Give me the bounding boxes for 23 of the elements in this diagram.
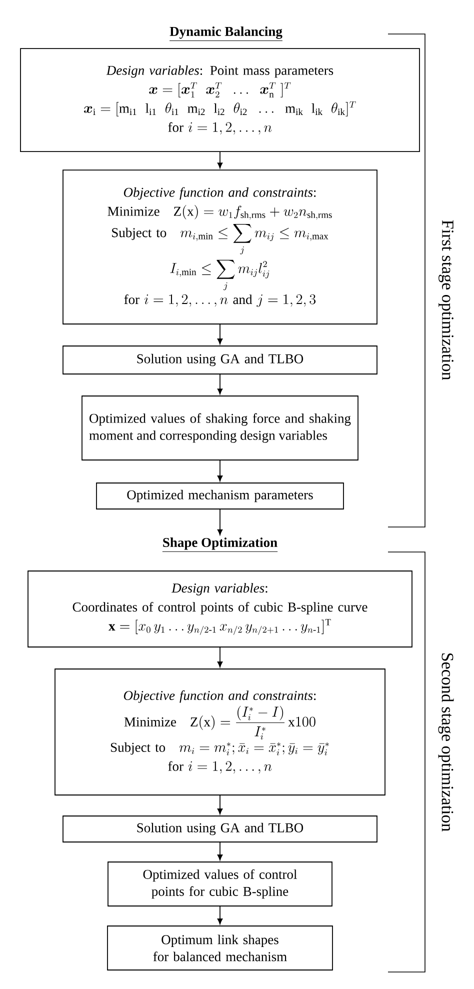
process-box: Solution using GA and TLBO — [62, 816, 378, 842]
arrow — [217, 374, 223, 394]
arrow — [217, 152, 223, 168]
process-box: Objective function and constraints: $\text{Minimize}\quad \mathrm{Z(x)} = w_1 f_{\mathrm{sh,rms}} + w_2 n_{\mathrm{sh,rms}}$ $\text{Subject to}\quad m_{i,\min} \le \sum_j m_{ij} \le m_{i,\max}$ $I_{i,\min} \le \sum_j m_{ij} l_{ij}^2$ $\text{for } i = 1, 2, \ldots, n \text{ and } j = 1, 2, 3$ — [62, 170, 378, 324]
arrow — [217, 460, 223, 482]
process-box: Design variables: Coordinates of control points of cubic B-spline curve $\mathbf{x} = [x_0\, y_1 \ldots y_{n/2\text{-}1}\, x_{n/2}\, y_{n/2+1} \ldots y_{n\text{-}1}]^{\mathrm{T}}$ — [28, 570, 412, 648]
section-heading: Shape Optimization — [162, 538, 278, 552]
process-box: Optimum link shapes for balanced mechanism — [107, 926, 333, 970]
stage-label: First stage optimization — [438, 220, 454, 380]
process-box: Objective function and constraints: $\text{Minimize}\quad \mathrm{Z(x)} = \frac{(I_i^* - I)}{I_i^*}\,\mathrm{x}100$ $\text{Subject to}\quad m_i = m_i^*; \bar{x}_i = \bar{x}_i^*; \bar{y}_i = \bar{y}_i^*$ $\text{for } i = 1, 2, \ldots, n$ — [54, 668, 386, 796]
arrow — [217, 324, 223, 344]
arrow — [217, 906, 223, 924]
arrow — [217, 647, 223, 668]
arrow — [217, 509, 223, 536]
process-box: Optimized mechanism parameters — [96, 482, 344, 510]
arrow — [217, 795, 223, 814]
process-box: Design variables: Point mass parameters $\boldsymbol{x} = [\boldsymbol{x}_1^T\;\; \boldsymbol{x}_2^T\;\; \ldots\;\; \boldsymbol{x}_{\mathrm{n}}^T\;]^T$ $\boldsymbol{x}_{\mathrm{i}} = [\mathrm{m}_{\mathrm{i1}}\;\; \mathrm{l}_{\mathrm{i1}}\;\; \theta_{\mathrm{i1}}\;\; \mathrm{m}_{\mathrm{i2}}\;\; \mathrm{l}_{\mathrm{i2}}\;\; \theta_{\mathrm{i2}}\;\; \ldots\;\; \mathrm{m}_{\mathrm{ik}}\;\; \mathrm{l}_{\mathrm{ik}}\;\; \theta_{\mathrm{ik}}]^T$ $\text{for } i = 1, 2, \ldots, n$ — [20, 48, 420, 152]
process-box: Solution using GA and TLBO — [62, 346, 378, 374]
process-box: Optimized values of shaking force and shaking moment and corresponding design variables — [82, 396, 358, 460]
arrow — [217, 842, 223, 860]
section-heading: Dynamic Balancing — [168, 26, 284, 43]
process-box: Optimized values of control points for cubic B-spline — [108, 862, 332, 906]
stage-label: Second stage optimization — [438, 653, 454, 832]
